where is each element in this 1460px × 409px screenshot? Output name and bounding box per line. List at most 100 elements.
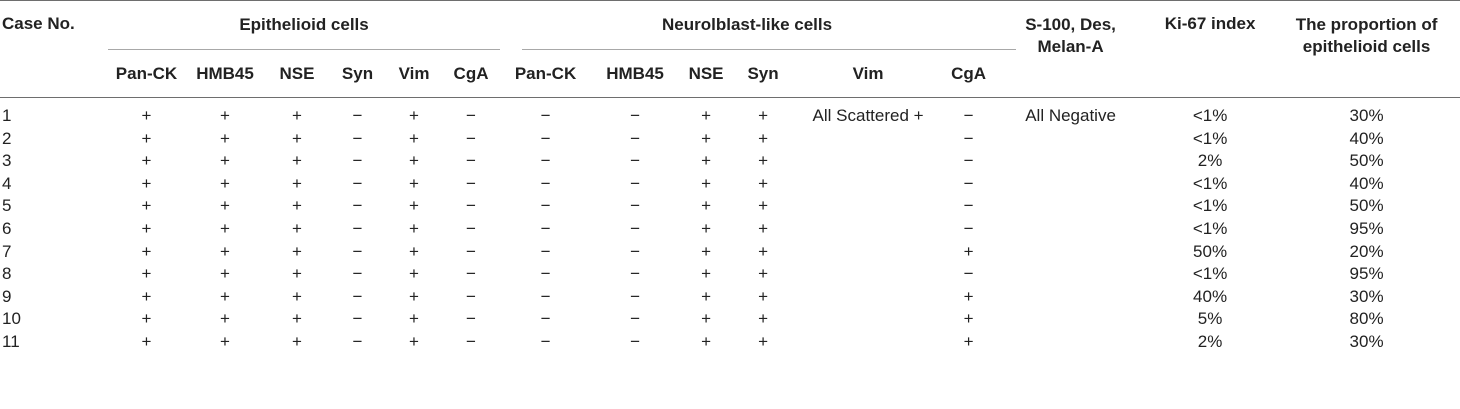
neuroblast-marker-cell: − <box>540 331 551 351</box>
epi-marker-header: Pan-CK <box>115 64 178 83</box>
epithelioid-marker-cell: + <box>292 106 302 125</box>
neuroblast-marker-cell <box>793 286 943 309</box>
neuroblast-marker-cell: + <box>758 331 769 351</box>
proportion-cell: 80% <box>1349 309 1384 329</box>
table-row: 1+++−+−−−++All Scattered +−All Negative<… <box>0 98 1460 128</box>
epithelioid-marker-cell: + <box>292 128 302 148</box>
epi-marker-header: Vim <box>398 64 430 83</box>
epithelioid-marker-cell: + <box>220 331 230 351</box>
neuroblast-marker-cell: + <box>701 286 712 306</box>
epithelioid-marker-cell: + <box>141 151 152 171</box>
epithelioid-marker-cell: + <box>292 173 302 193</box>
epithelioid-marker-cell: + <box>409 151 419 171</box>
neuroblast-marker-cell <box>793 218 943 241</box>
ki67-cell: 5% <box>1197 309 1223 329</box>
proportion-header-line1: The proportion of <box>1295 15 1438 34</box>
epi-marker-header: CgA <box>453 64 489 83</box>
epi-marker-header: NSE <box>279 64 315 83</box>
ki67-cell: 2% <box>1197 151 1223 171</box>
epithelioid-marker-cell: − <box>466 173 476 193</box>
case-number-cell: 8 <box>2 264 12 284</box>
neuroblast-marker-cell: − <box>540 128 551 148</box>
case-number-cell: 7 <box>2 241 12 261</box>
s100-des-melan-cell <box>994 308 1147 331</box>
neuroblast-marker-cell: + <box>963 241 974 261</box>
epithelioid-marker-cell: + <box>409 309 419 329</box>
neuroblast-marker-cell: − <box>630 241 641 261</box>
neuroblast-marker-cell: + <box>758 128 769 148</box>
case-number-cell: 5 <box>2 196 12 216</box>
proportion-cell: 30% <box>1349 331 1384 351</box>
case-number-cell: 9 <box>2 286 12 306</box>
case-number-cell: 4 <box>2 173 12 193</box>
epithelioid-marker-cell: + <box>220 241 230 261</box>
epithelioid-marker-cell: + <box>292 151 302 171</box>
table-row: 2+++−+−−−++−<1%40% <box>0 128 1460 151</box>
epithelioid-marker-cell: + <box>141 218 152 238</box>
header-rule <box>0 97 1460 98</box>
neuroblast-marker-cell: + <box>701 106 712 125</box>
table-row: 3+++−+−−−++−2%50% <box>0 150 1460 173</box>
ki67-cell: <1% <box>1192 173 1228 193</box>
neuroblast-group-rule <box>522 49 1016 50</box>
epithelioid-cells-header: Epithelioid cells <box>239 15 369 34</box>
epithelioid-marker-cell: + <box>292 331 302 351</box>
epithelioid-marker-cell: + <box>141 128 152 148</box>
table-row: 11+++−+−−−+++2%30% <box>0 331 1460 354</box>
table-row: 4+++−+−−−++−<1%40% <box>0 173 1460 196</box>
neuroblast-marker-cell: − <box>630 218 641 238</box>
neuro-marker-header: Vim <box>852 64 884 83</box>
case-number-cell: 1 <box>2 106 12 125</box>
neuroblast-marker-cell: − <box>540 218 551 238</box>
ki67-cell: <1% <box>1192 218 1228 238</box>
table-row: 5+++−+−−−++−<1%50% <box>0 195 1460 218</box>
s100-des-melan-cell <box>994 241 1147 264</box>
table-row: 10+++−+−−−+++5%80% <box>0 308 1460 331</box>
epithelioid-marker-cell: + <box>409 331 419 351</box>
epithelioid-marker-cell: + <box>409 173 419 193</box>
proportion-cell: 30% <box>1349 106 1384 125</box>
epithelioid-marker-cell: + <box>141 286 152 306</box>
neuroblast-marker-cell <box>793 331 943 354</box>
neuroblast-marker-cell: + <box>758 173 769 193</box>
proportion-header-line2: epithelioid cells <box>1302 37 1431 56</box>
neuroblast-marker-cell: + <box>758 264 769 284</box>
neuroblast-marker-cell <box>793 308 943 331</box>
proportion-cell: 50% <box>1349 151 1384 171</box>
epithelioid-marker-cell: − <box>466 286 476 306</box>
epithelioid-marker-cell: + <box>409 218 419 238</box>
epithelioid-marker-cell: + <box>292 241 302 261</box>
table-body: 1+++−+−−−++All Scattered +−All Negative<… <box>0 98 1460 354</box>
epithelioid-group-rule <box>108 49 500 50</box>
epithelioid-marker-cell: + <box>220 286 230 306</box>
neuroblast-marker-cell: − <box>963 173 974 193</box>
s100-des-melan-cell <box>994 218 1147 241</box>
epithelioid-marker-cell: − <box>466 196 476 216</box>
neuroblast-marker-cell: + <box>701 151 712 171</box>
neuroblast-marker-cell: − <box>540 151 551 171</box>
table-row: 6+++−+−−−++−<1%95% <box>0 218 1460 241</box>
s100-des-melan-cell <box>994 195 1147 218</box>
neuroblast-marker-cell: + <box>701 128 712 148</box>
neuroblast-marker-cell: + <box>701 264 712 284</box>
neuroblast-marker-cell: + <box>963 286 974 306</box>
s100-header-line1: S-100, Des, <box>1025 15 1116 34</box>
epithelioid-marker-cell: + <box>220 106 230 125</box>
neuroblast-marker-cell: − <box>630 196 641 216</box>
epithelioid-marker-cell: + <box>292 196 302 216</box>
neuroblast-marker-cell: − <box>540 173 551 193</box>
epithelioid-marker-cell: − <box>466 241 476 261</box>
neuroblast-marker-cell: + <box>758 106 769 125</box>
neuroblast-marker-cell <box>793 195 943 218</box>
s100-des-melan-cell <box>994 128 1147 151</box>
case-no-header: Case No. <box>2 14 75 33</box>
epithelioid-marker-cell: + <box>409 286 419 306</box>
neuroblast-marker-cell: + <box>963 331 974 351</box>
s100-des-melan-cell <box>994 263 1147 286</box>
epithelioid-marker-cell: + <box>141 309 152 329</box>
neuroblast-marker-cell: − <box>963 196 974 216</box>
ki67-cell: 50% <box>1193 241 1228 261</box>
epithelioid-marker-cell: + <box>292 218 302 238</box>
epithelioid-marker-cell: + <box>409 196 419 216</box>
neuroblast-marker-cell: − <box>630 309 641 329</box>
